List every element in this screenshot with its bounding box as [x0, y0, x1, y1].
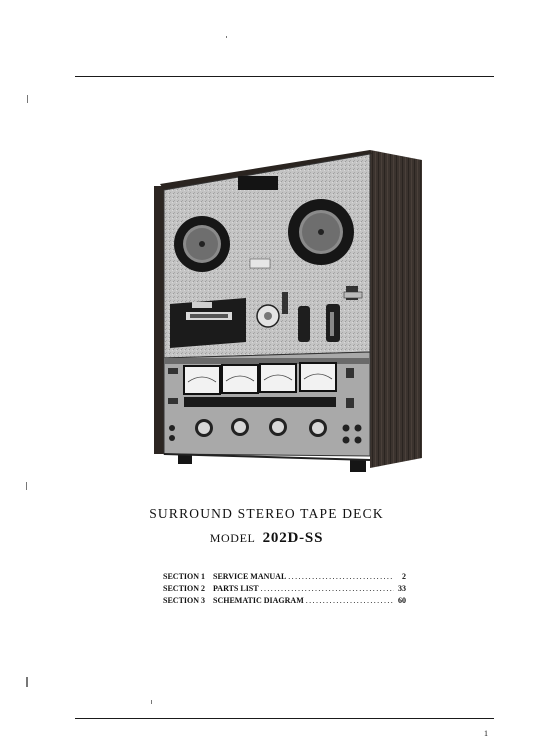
toc-section: SECTION 1	[163, 572, 206, 581]
toc-section: SECTION 2	[163, 584, 206, 593]
toc-title: SERVICE MANUAL	[213, 572, 287, 581]
model-line: MODEL 202D-SS	[0, 530, 533, 547]
model-label: MODEL	[209, 531, 255, 545]
head-block	[170, 298, 246, 348]
toc-title: SCHEMATIC DIAGRAM	[213, 596, 304, 605]
top-rule	[75, 76, 494, 77]
toc-page: 60	[398, 596, 406, 605]
right-foot	[350, 460, 366, 472]
product-title: SURROUND STEREO TAPE DECK	[149, 506, 384, 521]
control-knobs	[195, 418, 327, 437]
scan-speck	[151, 700, 152, 704]
toc-page: 33	[398, 584, 406, 593]
scan-speck	[226, 36, 227, 38]
toc-title: PARTS LIST	[213, 584, 259, 593]
toc-leader: ........................................…	[260, 584, 394, 593]
left-foot	[178, 454, 192, 464]
page-number: 1	[484, 729, 488, 738]
scan-speck	[27, 95, 28, 103]
toc-section: SECTION 3	[163, 596, 206, 605]
table-of-contents: SECTION 1 SERVICE MANUAL ...............…	[163, 572, 406, 608]
vu-meters	[183, 362, 337, 395]
model-number: 202D-SS	[262, 530, 324, 546]
tape-guide-left	[298, 306, 310, 342]
top-slot	[238, 176, 278, 190]
cabinet-left-edge	[154, 186, 164, 454]
scan-speck	[26, 677, 28, 687]
cabinet-side	[370, 150, 422, 468]
toc-leader: ........................................…	[305, 596, 394, 605]
toc-row: SECTION 3 SCHEMATIC DIAGRAM ............…	[163, 596, 406, 608]
toc-row: SECTION 2 PARTS LIST ...................…	[163, 584, 406, 596]
toc-page: 2	[402, 572, 406, 581]
scan-speck	[26, 482, 27, 490]
toc-row: SECTION 1 SERVICE MANUAL ...............…	[163, 572, 406, 584]
bottom-rule	[75, 718, 494, 719]
toc-leader: ........................................…	[288, 572, 394, 581]
tape-deck-photo	[154, 150, 422, 472]
